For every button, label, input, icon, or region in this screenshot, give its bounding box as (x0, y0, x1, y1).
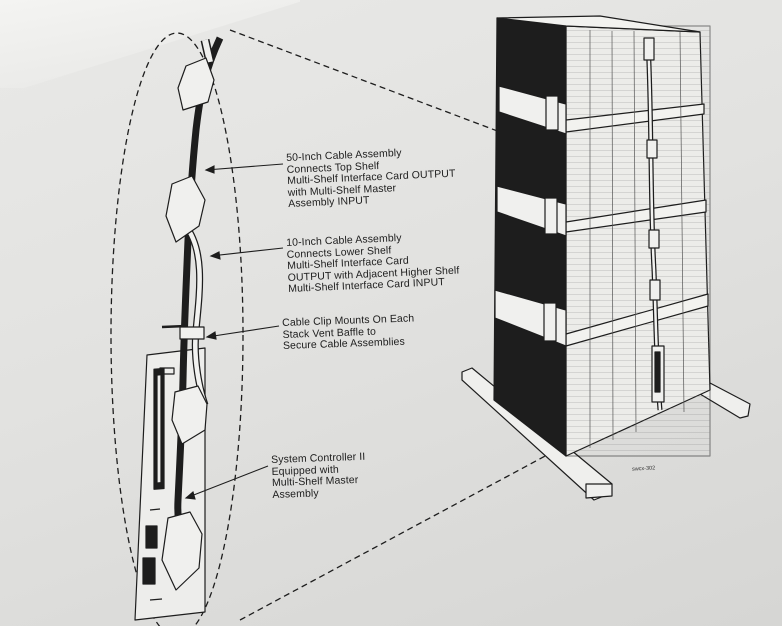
cable-clip (161, 324, 205, 340)
cable-detail (134, 36, 224, 621)
callout-cable-clip: Cable Clip Mounts On Each Stack Vent Baf… (281, 312, 415, 352)
callout-10-inch-cable: 10-Inch Cable Assembly Connects Lower Sh… (285, 231, 460, 295)
callout-system-controller: System Controller II Equipped with Multi… (270, 450, 366, 501)
detail-callout-outline (110, 29, 576, 626)
middle-connector (165, 175, 206, 243)
equipment-rack (461, 15, 751, 501)
callout-50-inch-cable: 50-Inch Cable Assembly Connects Top Shel… (285, 146, 456, 210)
shelf-brackets (494, 85, 567, 347)
rack-side-panel (493, 17, 567, 457)
interface-card-connector (171, 385, 208, 445)
leader-lines (184, 163, 284, 500)
figure-code: swcx-302 (631, 465, 656, 473)
rack-top (496, 15, 701, 33)
shelf-dividers (565, 103, 709, 347)
top-connector (177, 57, 215, 111)
cable-50-inch (174, 36, 224, 547)
master-assembly-connector (161, 511, 203, 591)
shelf-ribs (589, 30, 685, 448)
